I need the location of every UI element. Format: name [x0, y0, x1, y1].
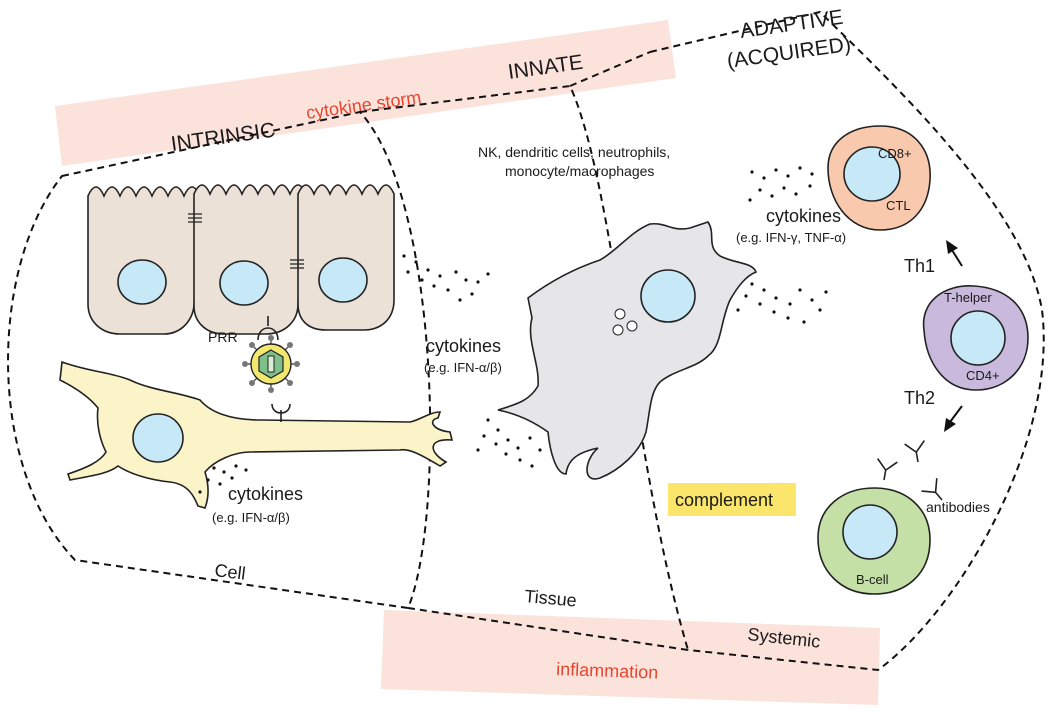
ifn-gamma-tnf-label: (e.g. IFN-γ, TNF-α)	[736, 230, 846, 245]
ctl-cell	[827, 125, 931, 231]
cytokines-label-neuron: cytokines	[228, 484, 303, 504]
macrophage-cell	[497, 221, 758, 480]
innate-cells-line1: NK, dendritic cells, neutrophils,	[478, 144, 670, 160]
th2-arrow	[944, 405, 963, 432]
ifn-alpha-beta-label-neuron: (e.g. IFN-α/β)	[212, 510, 290, 525]
epithelial-cells	[87, 184, 395, 335]
th2-label: Th2	[904, 388, 935, 408]
neuron-cell	[59, 360, 454, 509]
t-helper-label: T-helper	[944, 290, 992, 305]
virus-icon	[242, 335, 300, 393]
t-helper-cell	[922, 285, 1029, 391]
prr-receptor	[257, 316, 279, 341]
ctl-label: CTL	[886, 198, 911, 213]
inflammation-band: inflammation	[381, 610, 880, 705]
cytokines-label-center: cytokines	[426, 336, 501, 356]
inflammation-label: inflammation	[556, 659, 659, 683]
th1-label: Th1	[904, 256, 935, 276]
complement-badge: complement	[668, 483, 796, 516]
th1-arrow	[946, 240, 963, 267]
cytokine-storm-band: cytokine storm INTRINSIC	[55, 20, 676, 166]
cytokine-dots	[198, 166, 828, 494]
b-cell-label: B-cell	[856, 572, 889, 587]
cell-scale-label: Cell	[214, 560, 247, 584]
innate-cells-line2: monocyte/macrophages	[505, 163, 654, 179]
cd8-label: CD8+	[878, 146, 912, 161]
cytokines-label-adaptive: cytokines	[766, 206, 841, 226]
cd4-label: CD4+	[966, 368, 1000, 383]
prr-label: PRR	[208, 329, 238, 345]
complement-label: complement	[675, 490, 773, 510]
ifn-alpha-beta-label-center: (e.g. IFN-α/β)	[424, 360, 502, 375]
region-boundaries	[7, 10, 1045, 672]
tissue-scale-label: Tissue	[524, 586, 578, 610]
antibodies-label: antibodies	[926, 499, 990, 515]
b-cell	[817, 487, 931, 595]
